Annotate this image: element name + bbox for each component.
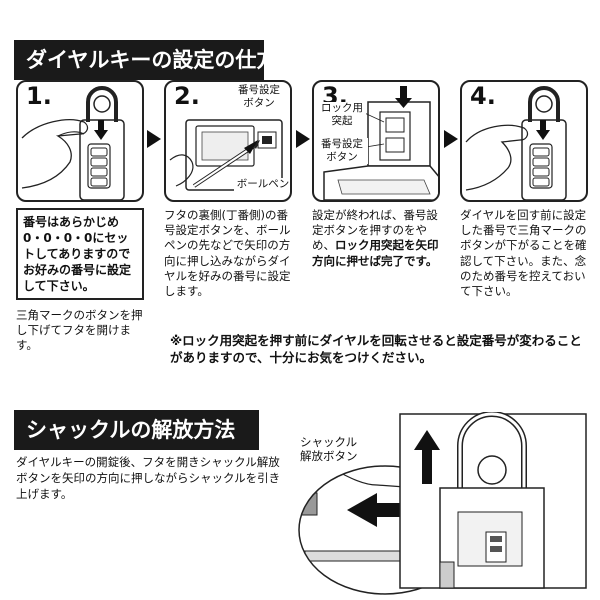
step-3-panel: 3. ロック用 突起 番号設定 ボタン bbox=[312, 80, 440, 202]
step-2-text: フタの裏側(丁番側)の番号設定ボタンを、ボールペンの先などで矢印の方向に押し込み… bbox=[164, 208, 296, 299]
step-3-text: 設定が終われば、番号設定ボタンを押すのをやめ、ロック用突起を矢印方向に押せば完了… bbox=[312, 208, 444, 269]
step-2-number: 2. bbox=[174, 82, 200, 110]
release-lock-illustration bbox=[398, 412, 588, 590]
step-3-lock-label: ロック用 突起 bbox=[318, 102, 366, 128]
step-4-number: 4. bbox=[470, 82, 496, 110]
release-button-callout: シャックル 解放ボタン bbox=[300, 435, 358, 463]
step-3-button-label: 番号設定 ボタン bbox=[316, 138, 368, 164]
release-text: ダイヤルキーの開錠後、フタを開きシャックル解放ボタンを矢印の方向に押しながらシャ… bbox=[16, 454, 286, 502]
setup-section-title: ダイヤルキーの設定の仕方 bbox=[14, 40, 264, 80]
step-2-button-label: 番号設定 ボタン bbox=[228, 84, 290, 110]
step-arrow-3-icon bbox=[444, 130, 458, 148]
step-arrow-2-icon bbox=[296, 130, 310, 148]
step-4-panel: 4. bbox=[460, 80, 588, 202]
step-1-boxed-note: 番号はあらかじめ 0・0・0・0にセットしてありますのでお好みの番号に設定して下… bbox=[16, 208, 144, 300]
step-1-text: 三角マークのボタンを押し下げてフタを開けます。 bbox=[16, 308, 146, 354]
step-4-text: ダイヤルを回す前に設定した番号で三角マークのボタンが下がることを確認して下さい。… bbox=[460, 208, 590, 299]
step-2-panel: 2. 番号設定 ボタン ボールペン bbox=[164, 80, 292, 202]
step-2-pen-label: ボールペン bbox=[234, 178, 292, 191]
release-section-title: シャックルの解放方法 bbox=[14, 410, 259, 450]
step-1-panel: 1. bbox=[16, 80, 144, 202]
step-1-number: 1. bbox=[26, 82, 52, 110]
caution-note: ※ロック用突起を押す前にダイヤルを回転させると設定番号が変わることがありますので… bbox=[170, 332, 590, 366]
step-arrow-1-icon bbox=[147, 130, 161, 148]
